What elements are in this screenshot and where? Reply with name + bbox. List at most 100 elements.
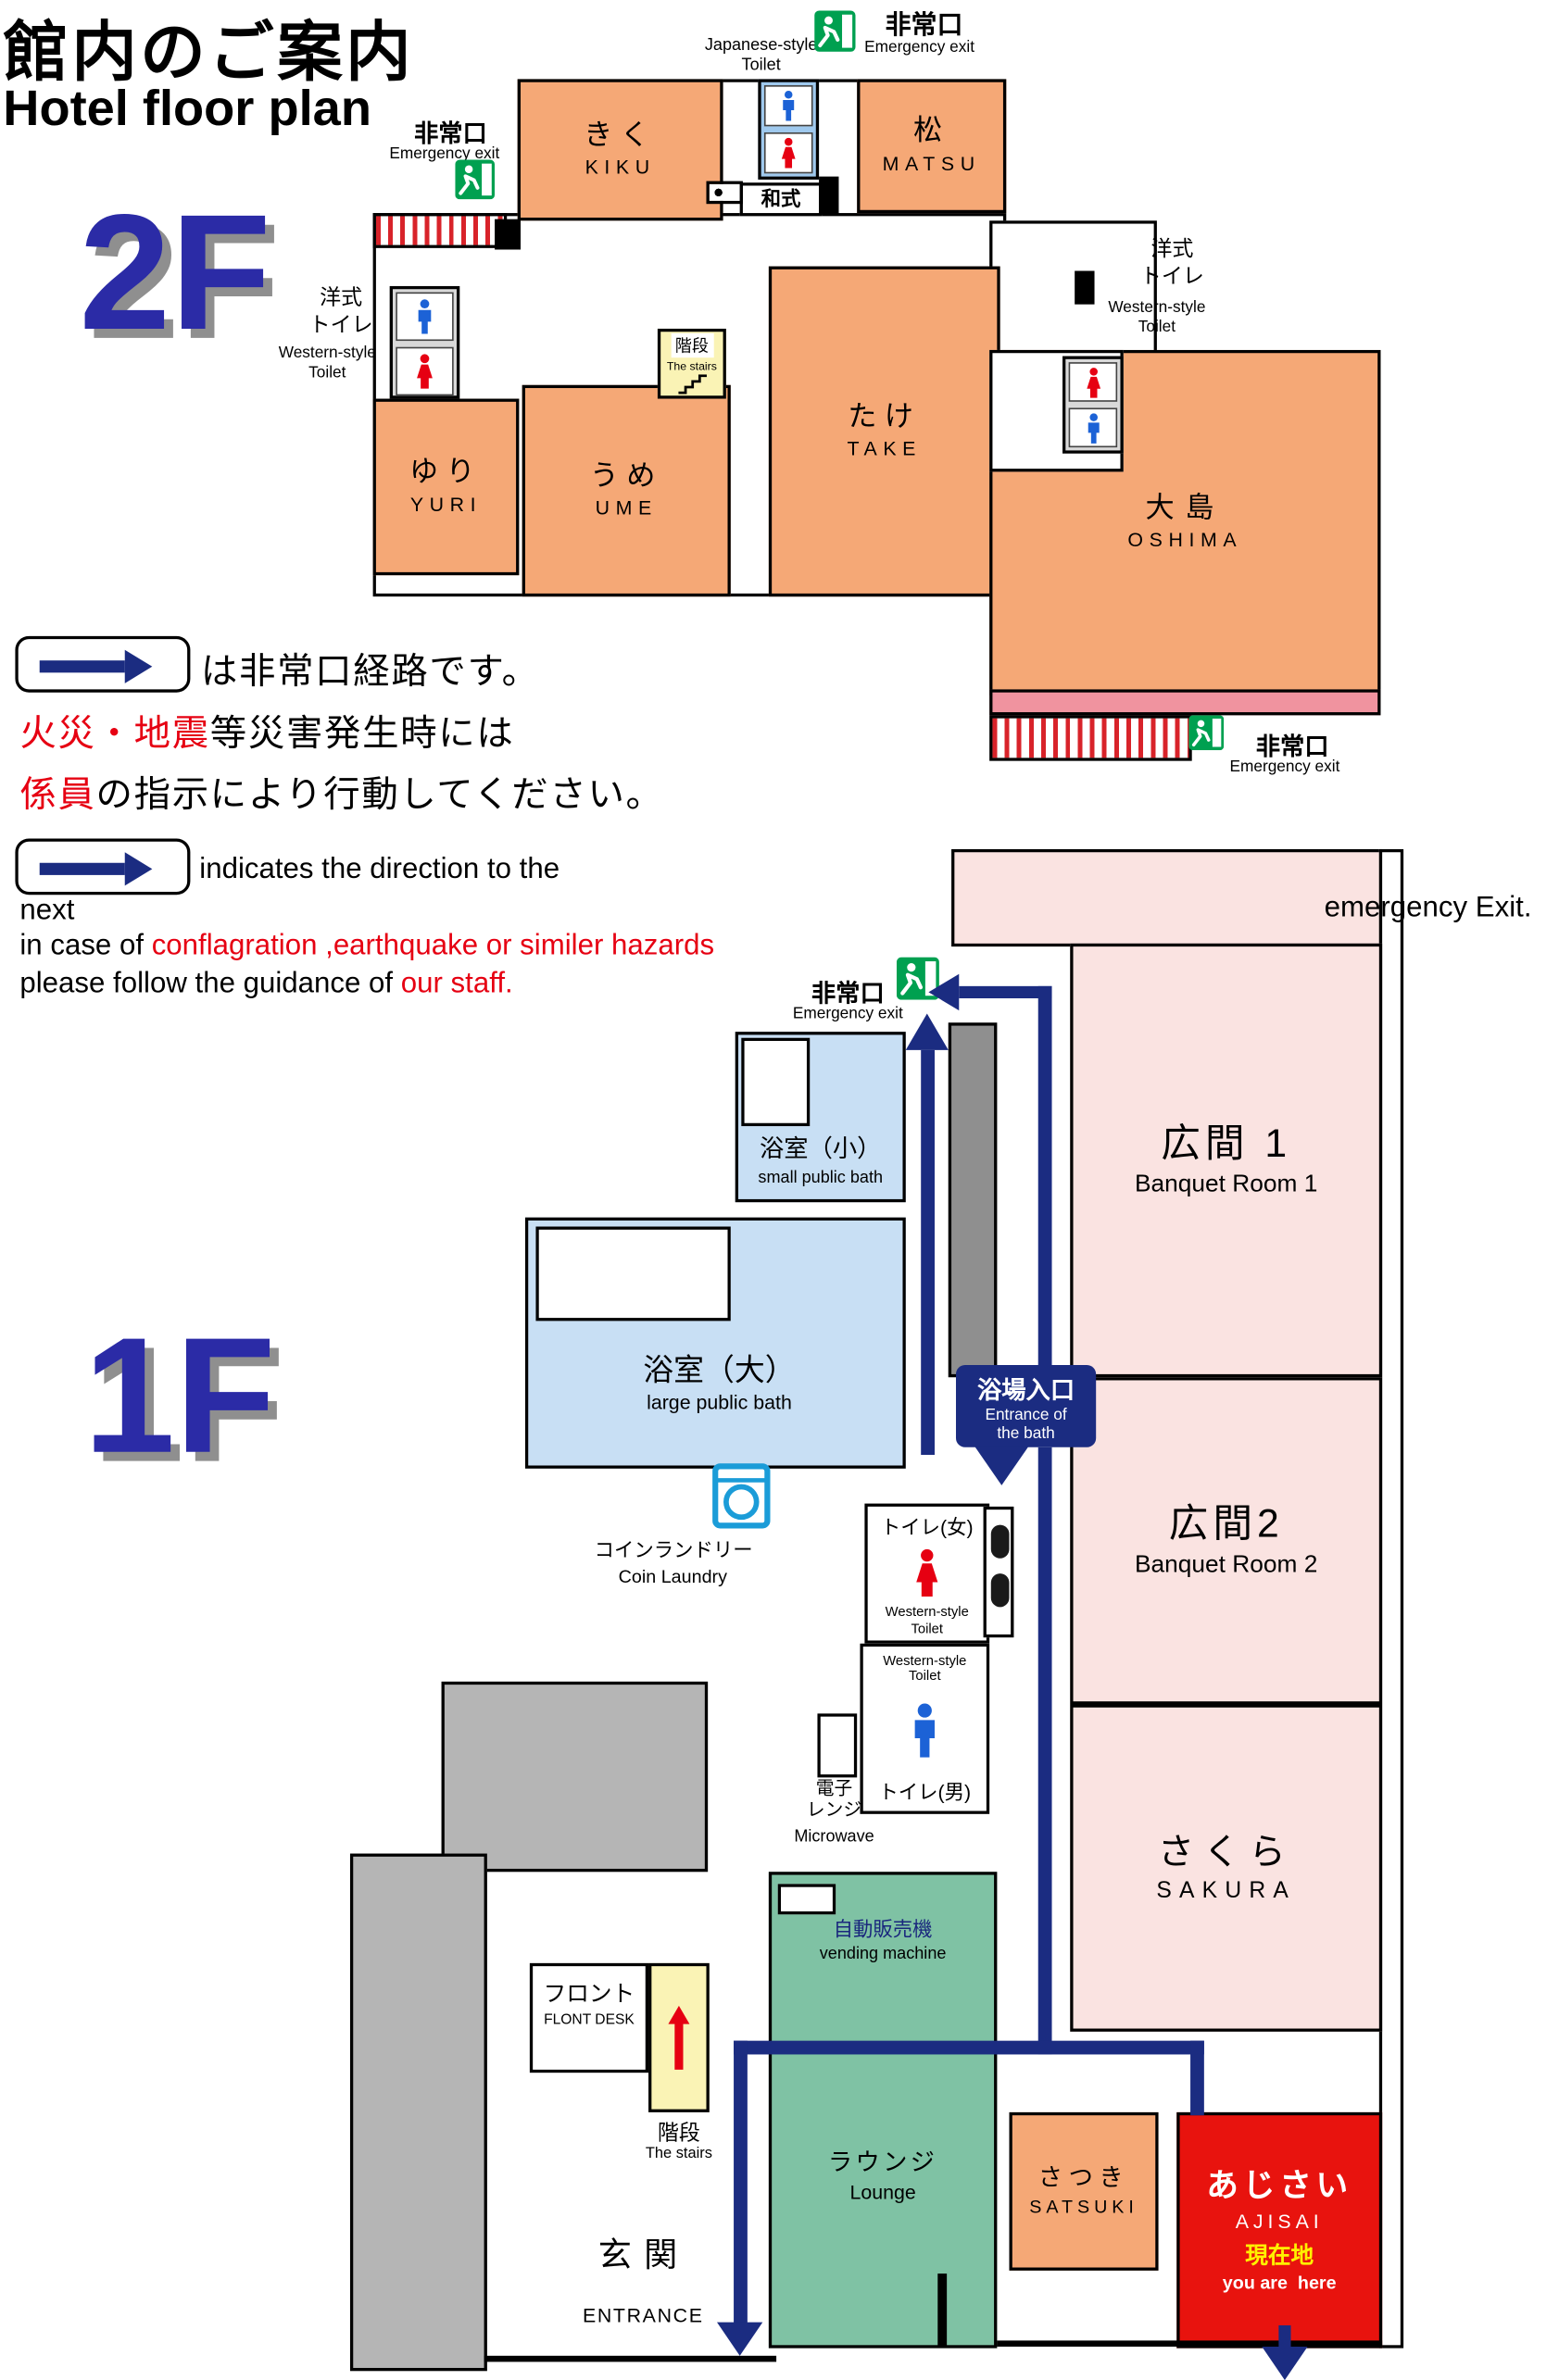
room-ume: うめ UME: [522, 384, 731, 597]
label-yoshiki: 洋式: [1150, 235, 1194, 261]
door: [819, 176, 839, 215]
large-bath-tub: [535, 1226, 731, 1322]
floor1-service-area-top: [441, 1681, 709, 1873]
floor2-western-toilet-left-label-jp: 洋式 トイレ: [298, 283, 383, 339]
floor1-outer-wall-strip: [1378, 848, 1404, 2349]
room-ume-jp: うめ: [589, 460, 663, 493]
label-toilet: Toilet: [1138, 318, 1176, 337]
small-bath-label-en: small public bath: [758, 1168, 884, 1187]
floor1-exit-en: Emergency exit: [792, 1004, 903, 1023]
route-line: [734, 2040, 748, 2325]
large-bath-label: 浴室（大） large public bath: [601, 1351, 837, 1416]
floor2-toilet-right-women: [1068, 362, 1118, 402]
floor1-stairs-label-jp: 階段: [657, 2120, 700, 2145]
label-toilet: Toilet: [911, 1620, 944, 1635]
floor2-japanese-toilet-women: [763, 132, 813, 174]
route-arrowhead-down: [1262, 2346, 1308, 2380]
front-desk-label-en: FLONT DESK: [544, 2011, 635, 2029]
room-banquet1: 広間 1 Banquet Room 1: [1070, 943, 1383, 1378]
legend-en-line2: next: [19, 895, 75, 927]
room-satsuki: さつき SATSUKI: [1009, 2111, 1159, 2271]
room-take-jp: たけ: [848, 401, 922, 433]
legend-jp-line3-red: 係員: [19, 774, 96, 816]
entrance-label-jp: 玄関: [597, 2236, 690, 2274]
current-location-en: you are here: [1222, 2271, 1337, 2293]
room-sakura-en: SAKURA: [1156, 1878, 1297, 1905]
emergency-exit-icon: [1188, 715, 1225, 751]
legend-en-line3-red: conflagration ,earthquake or similer haz…: [151, 930, 715, 962]
toilet-fixture: [990, 1524, 1010, 1559]
label-toilet: Toilet: [308, 363, 346, 382]
large-bath-label-jp: 浴室（大）: [643, 1354, 796, 1388]
room-matsu-jp: 松: [912, 116, 950, 148]
legend-en-line3-pre: in case of: [19, 930, 152, 962]
room-satsuki-en: SATSUKI: [1029, 2195, 1138, 2217]
current-location-jp: 現在地: [1245, 2243, 1314, 2270]
label-western-style: Western-style: [278, 344, 376, 363]
label-yoshiki: 洋式: [320, 284, 363, 309]
toilet-men-label-en: Western-style Toilet: [883, 1653, 966, 1685]
toilet-women-label: トイレ(女): [880, 1515, 974, 1539]
room-yuri-en: YURI: [409, 493, 483, 516]
route-arrowhead: [124, 852, 153, 886]
exit-top-left-en: Emergency exit: [389, 144, 500, 163]
toilet-men-label: トイレ(男): [878, 1780, 972, 1804]
route-arrowhead-down: [716, 2322, 763, 2356]
stairs-icon: [675, 374, 709, 395]
floor1-exit-jp: 非常口: [811, 981, 885, 1008]
legend-jp-line2-rest: 等災害発生時には: [209, 713, 515, 756]
label-western-style: Western-style: [883, 1652, 967, 1669]
route-line: [959, 985, 1052, 999]
room-yuri-jp: ゆり: [409, 457, 483, 489]
room-kiku-en: KIKU: [585, 156, 656, 179]
emergency-exit-icon: [814, 10, 856, 52]
legend-en-line4-red: our staff.: [400, 968, 513, 1000]
room-take: たけ TAKE: [768, 266, 1000, 597]
floor2-japanese-toilet-label-jp: 和式: [739, 182, 823, 217]
legend-jp-line2-red: 火災・地震: [19, 713, 210, 756]
front-desk-label-jp: フロント: [543, 1981, 635, 2008]
lounge-label-en: Lounge: [849, 2180, 916, 2204]
room-banquet1-en: Banquet Room 1: [1135, 1171, 1318, 1198]
small-bath-tub: [741, 1037, 811, 1127]
wall: [484, 2355, 777, 2362]
coin-laundry-label-jp: コインランドリー: [594, 1538, 753, 1562]
exit-top-right-jp: 非常口: [885, 10, 963, 40]
room-sakura: さくら SAKURA: [1070, 1704, 1383, 2032]
door: [495, 219, 522, 250]
route-arrow: [39, 660, 125, 673]
stairs-label-en: The stairs: [666, 358, 717, 373]
man-icon: [412, 298, 436, 334]
room-kiku-jp: きく: [584, 119, 658, 152]
floor2-western-toilet-left-label-en: Western-style Toilet: [274, 344, 381, 383]
floor2-stairs: 階段 The stairs: [657, 328, 726, 399]
floor2-japanese-toilet-label-en: Japanese-style Toilet: [670, 36, 852, 76]
room-take-en: TAKE: [847, 437, 923, 460]
legend-jp-line1: は非常口経路です。: [200, 651, 540, 693]
legend-arrow-box-jp: [15, 635, 191, 693]
page-title: 館内のご案内: [3, 17, 414, 90]
vending-machine-box: [777, 1884, 836, 1915]
toilet-stalls: [983, 1506, 1014, 1638]
toilet-fixture: [990, 1573, 1010, 1608]
woman-icon: [1082, 366, 1105, 398]
floor2-outside-stairs-top: [372, 213, 508, 248]
small-bath-label: 浴室（小） small public bath: [738, 1135, 902, 1189]
coin-laundry-label-en: Coin Laundry: [618, 1565, 727, 1587]
label-denshi: 電子: [815, 1777, 853, 1799]
floor1-toilet-women: トイレ(女) Western-style Toilet: [864, 1503, 990, 1644]
room-matsu-en: MATSU: [882, 152, 981, 175]
man-icon: [906, 1701, 944, 1759]
lounge-label-jp: ラウンジ: [827, 2149, 938, 2176]
floor1-emergency-exit-right-label: emergency Exit.: [1324, 891, 1532, 924]
floor1-label: 1F: [83, 1302, 276, 1487]
washing-machine-icon: [712, 1462, 771, 1529]
label-japanese-style: Japanese-style: [704, 36, 818, 56]
front-desk: フロント FLONT DESK: [529, 1962, 649, 2073]
bath-entrance-pointer: [974, 1446, 1029, 1485]
legend-arrow-box-en: [15, 838, 191, 896]
bath-entrance-en2: the bath: [997, 1424, 1055, 1443]
floor2-toilet-right-men: [1068, 407, 1118, 448]
room-lounge: [768, 1872, 998, 2349]
